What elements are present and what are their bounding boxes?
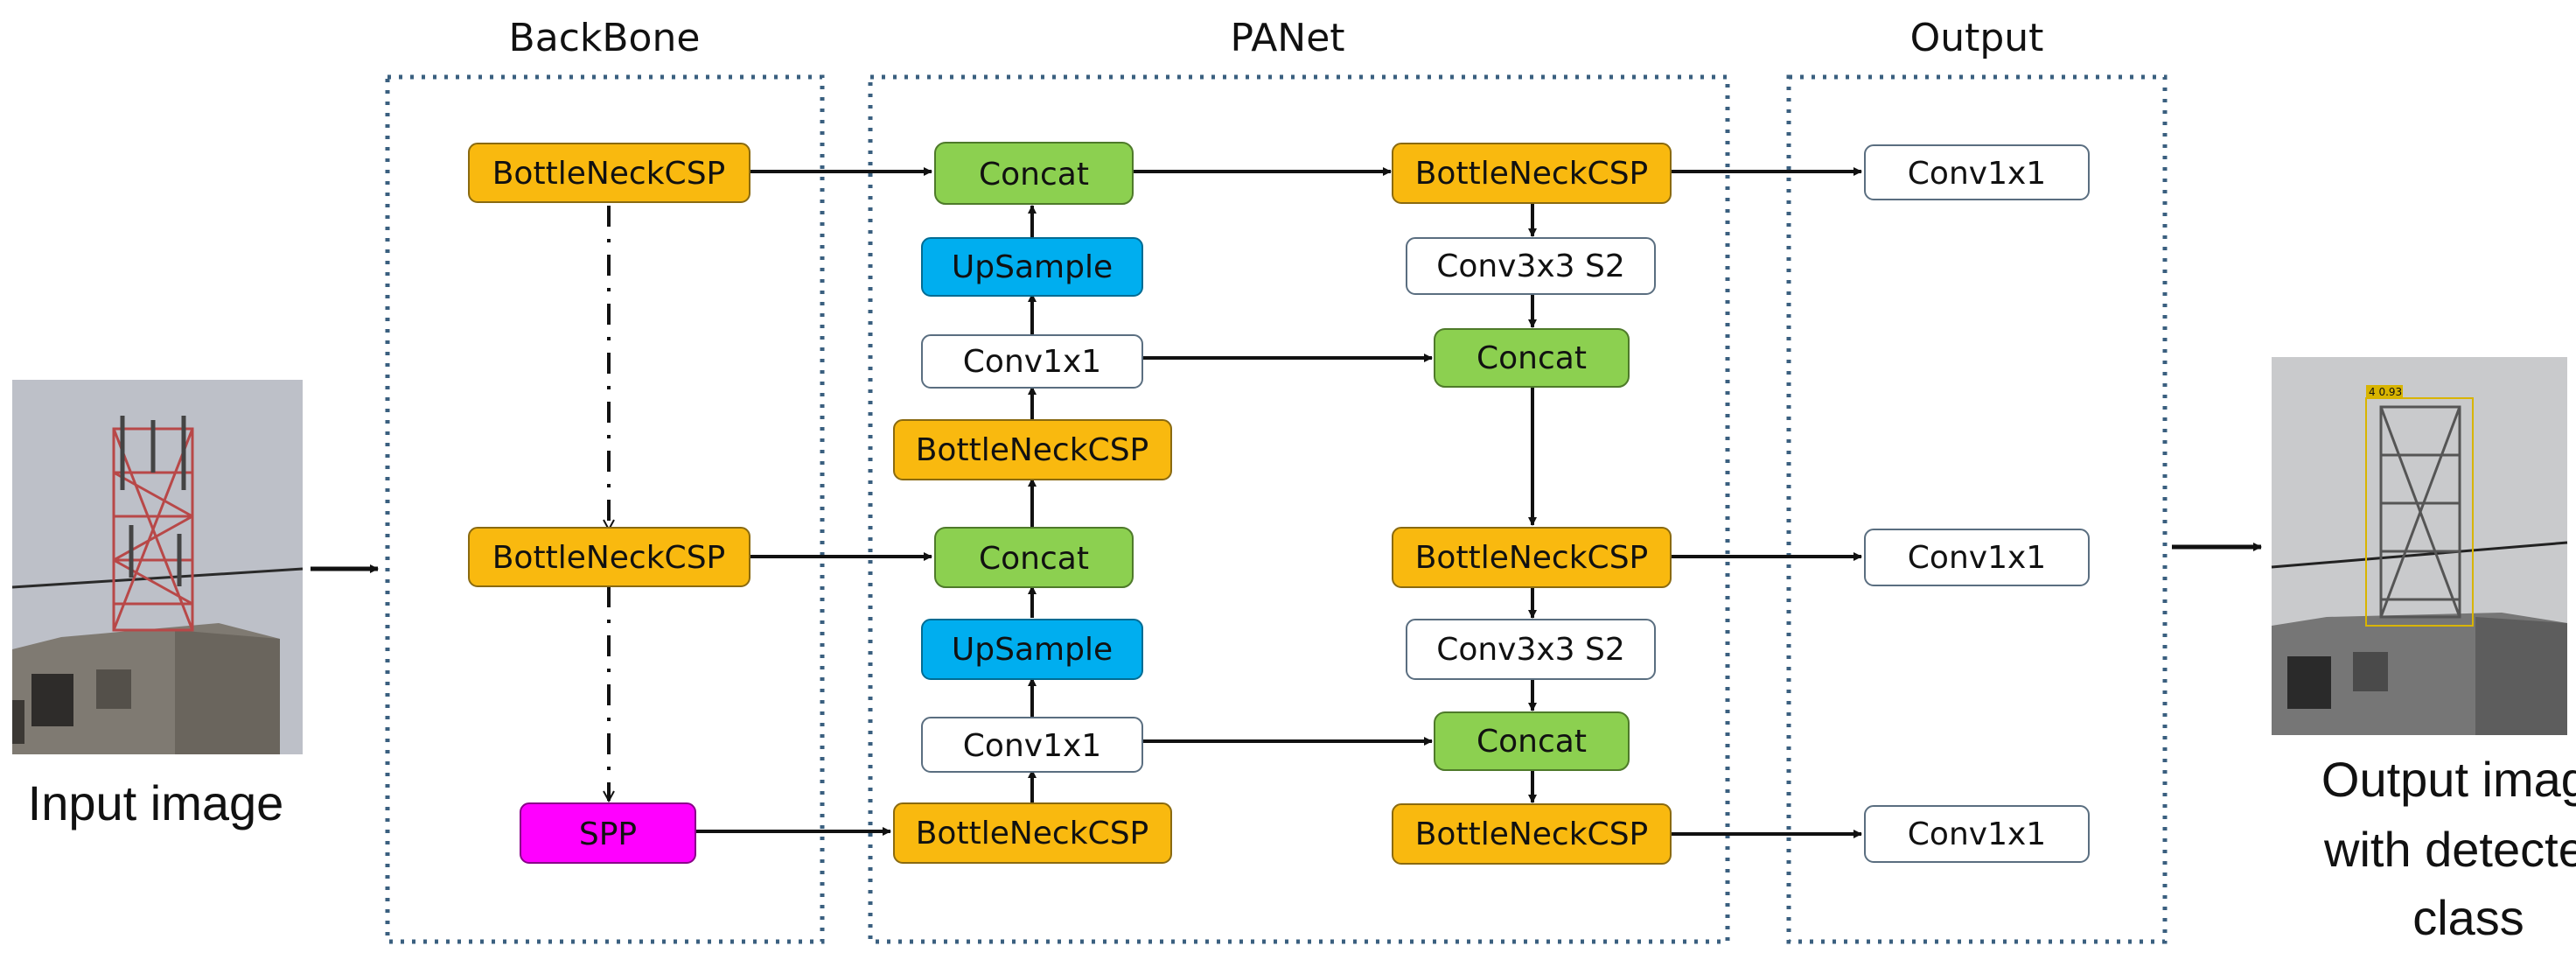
output-title: Output [1910, 16, 2044, 60]
node-conv-top: Conv1x1 [921, 334, 1143, 389]
node-label: Conv1x1 [1908, 540, 2046, 576]
panet-frame [868, 74, 1730, 944]
node-label: Conv1x1 [963, 344, 1101, 380]
output-image: 4 0.93 [2271, 357, 2568, 735]
node-csp-top-right: BottleNeckCSP [1392, 143, 1672, 204]
node-csp-mid-right: BottleNeckCSP [1392, 527, 1672, 588]
node-label: BottleNeckCSP [492, 540, 726, 576]
node-conv3-top: Conv3x3 S2 [1406, 237, 1656, 295]
node-csp-bottom-right: BottleNeckCSP [1392, 803, 1672, 865]
node-backbone-csp-top: BottleNeckCSP [468, 143, 750, 203]
node-output-conv-bottom: Conv1x1 [1864, 805, 2090, 863]
detection-label: 4 0.93 [2369, 386, 2402, 398]
node-label: Conv1x1 [1908, 156, 2046, 192]
node-upsample-top: UpSample [921, 237, 1143, 297]
node-label: Concat [1476, 340, 1587, 376]
node-upsample-mid: UpSample [921, 619, 1143, 680]
node-label: BottleNeckCSP [1415, 540, 1649, 576]
node-conv-mid: Conv1x1 [921, 717, 1143, 773]
node-concat-top: Concat [934, 142, 1134, 205]
output-image-label-line-2: with detected [2323, 822, 2576, 877]
node-label: UpSample [952, 632, 1113, 668]
node-label: UpSample [952, 249, 1113, 285]
node-csp-bottom-left: BottleNeckCSP [893, 802, 1172, 864]
node-label: BottleNeckCSP [492, 156, 726, 192]
node-output-conv-mid: Conv1x1 [1864, 529, 2090, 586]
node-label: Conv1x1 [1908, 816, 2046, 852]
node-label: BottleNeckCSP [1415, 156, 1649, 192]
output-image-label-line-1: Output image [2321, 752, 2576, 807]
node-label: Conv1x1 [963, 728, 1101, 764]
node-backbone-csp-mid: BottleNeckCSP [468, 527, 750, 587]
node-csp-upper: BottleNeckCSP [893, 419, 1172, 480]
output-frame [1786, 74, 2168, 944]
node-concat-mid: Concat [934, 527, 1134, 588]
node-label: BottleNeckCSP [916, 816, 1149, 851]
node-label: Concat [979, 157, 1089, 193]
node-label: Concat [979, 541, 1089, 577]
node-label: Conv3x3 S2 [1436, 632, 1625, 668]
panet-title: PANet [1230, 16, 1344, 60]
node-label: SPP [579, 816, 637, 852]
node-conv3-mid: Conv3x3 S2 [1406, 619, 1656, 680]
node-concat-top-right: Concat [1434, 328, 1630, 388]
node-concat-bottom-right: Concat [1434, 711, 1630, 771]
output-image-label-line-3: class [2412, 890, 2524, 945]
connections [311, 167, 2262, 838]
node-output-conv-top: Conv1x1 [1864, 144, 2090, 200]
node-spp: SPP [520, 802, 696, 864]
node-label: BottleNeckCSP [1415, 816, 1649, 852]
node-label: Conv3x3 S2 [1436, 249, 1625, 284]
backbone-frame [385, 74, 825, 944]
node-label: Concat [1476, 724, 1587, 760]
backbone-title: BackBone [509, 16, 701, 60]
input-image-label: Input image [28, 775, 284, 830]
detection-box [2365, 397, 2474, 627]
node-label: BottleNeckCSP [916, 432, 1149, 468]
input-image [11, 380, 304, 754]
